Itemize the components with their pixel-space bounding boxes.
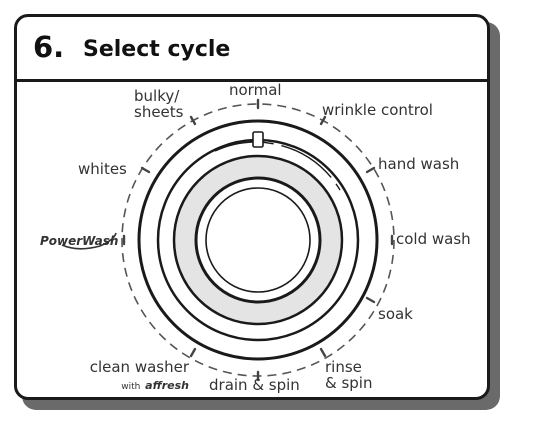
cycle-label-whites[interactable]: whites — [78, 160, 127, 178]
tick-hand-wash — [365, 166, 376, 174]
cycle-label-soak[interactable]: soak — [378, 305, 413, 323]
bulky-line1: bulky/ — [134, 87, 180, 105]
cycle-label-bulky-sheets[interactable]: bulky/ sheets — [134, 88, 183, 120]
powerwash-swirl-icon — [61, 232, 117, 250]
tick-soak — [365, 296, 376, 304]
cycle-label-rinse-spin[interactable]: rinse & spin — [325, 359, 372, 391]
cycle-label-powerwash[interactable]: PowerWash — [40, 234, 119, 248]
cycle-label-normal[interactable]: normal — [229, 81, 282, 99]
knob-inner-arc — [214, 141, 341, 191]
tick-clean — [189, 347, 197, 358]
position-ticks — [122, 98, 394, 382]
cycle-label-hand-wash[interactable]: hand wash — [378, 155, 460, 173]
knob-center — [205, 187, 311, 293]
rinse-spin-line1: rinse — [325, 358, 362, 376]
bulky-line2: sheets — [134, 103, 184, 121]
clean-washer-line2: with affresh — [87, 376, 189, 392]
rinse-spin-line2: & spin — [325, 374, 373, 392]
cycle-label-drain-spin[interactable]: drain & spin — [209, 376, 300, 394]
step-number: 6. — [33, 30, 65, 64]
cycle-label-wrinkle-control[interactable]: wrinkle control — [322, 101, 433, 119]
tick-whites — [140, 166, 151, 174]
tick-rinse — [319, 347, 327, 358]
clean-washer-line1: clean washer — [89, 358, 189, 376]
card-header: 6. Select cycle — [17, 17, 487, 82]
affresh-logo: affresh — [145, 379, 189, 392]
page-title: Select cycle — [83, 37, 231, 62]
clean-washer-with: with — [121, 382, 141, 392]
knob-pointer — [252, 131, 264, 148]
cycle-label-cold-wash[interactable]: cold wash — [396, 230, 471, 248]
cycle-label-clean-washer[interactable]: clean washer with affresh — [87, 359, 189, 392]
tick-wrinkle — [319, 115, 327, 126]
tick-bulky — [189, 115, 197, 126]
